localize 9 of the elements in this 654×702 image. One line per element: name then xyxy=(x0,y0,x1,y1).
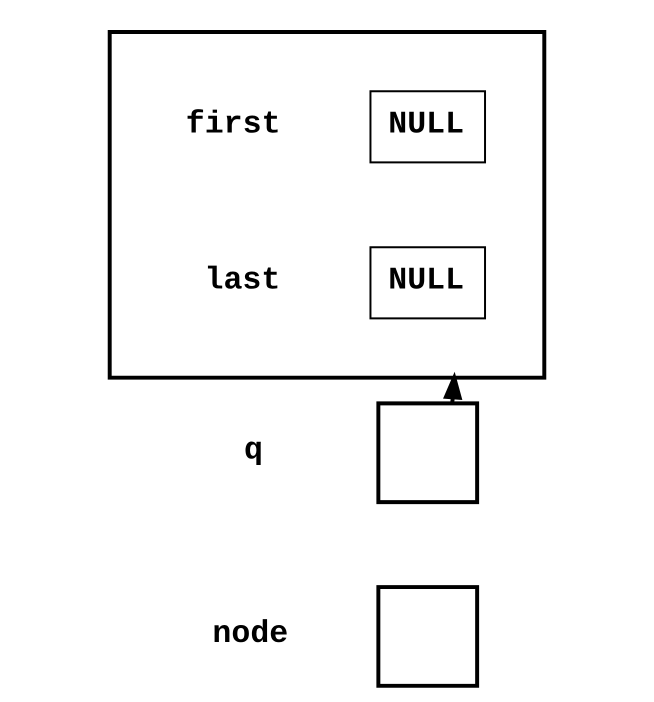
node-label: q xyxy=(244,433,263,468)
node-box: NULL xyxy=(369,246,486,320)
node-label: node xyxy=(212,616,288,652)
node-box xyxy=(376,401,480,504)
node-box xyxy=(376,585,480,688)
cluster xyxy=(108,30,546,380)
node-label: last xyxy=(204,263,280,298)
node-box: NULL xyxy=(369,90,486,164)
node-label: first xyxy=(186,107,281,142)
